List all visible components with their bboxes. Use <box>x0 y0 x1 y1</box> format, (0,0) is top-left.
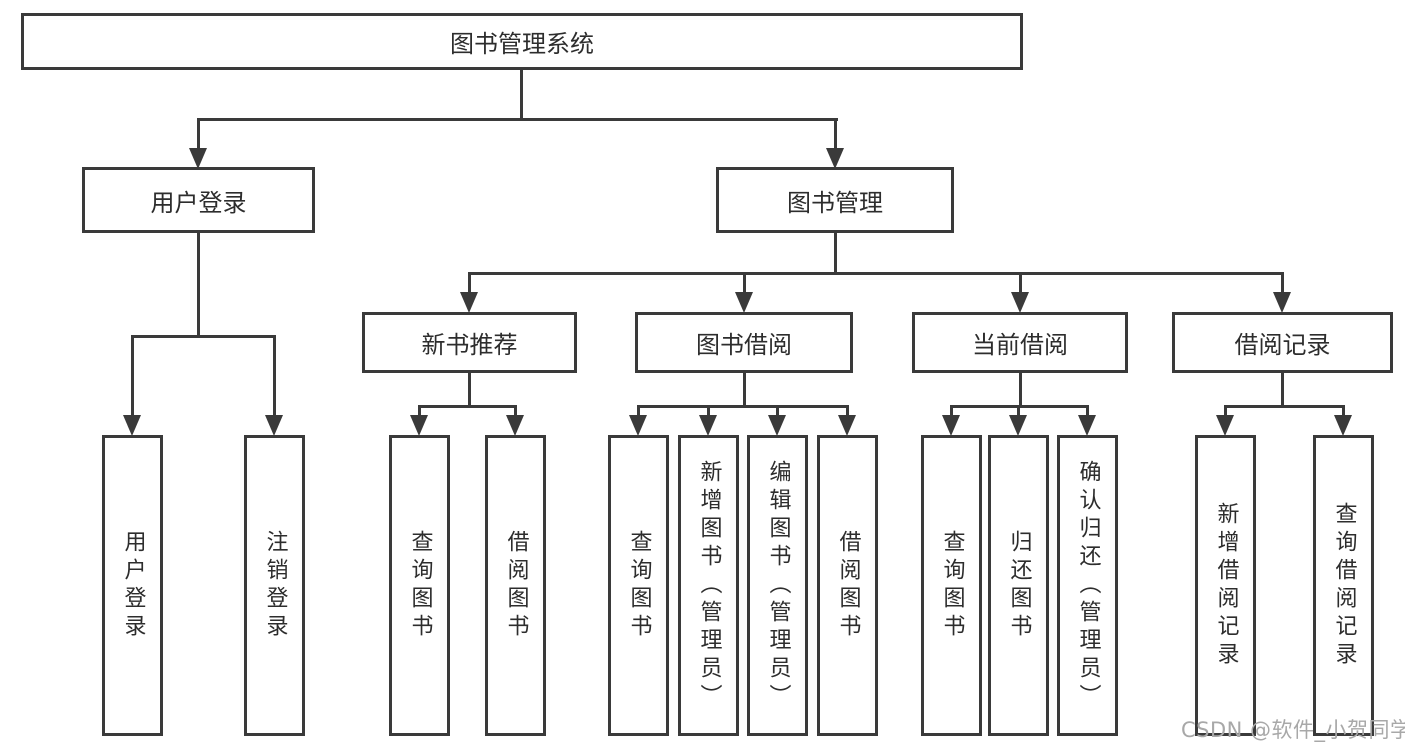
leaf-query-book-3: 查询图书 <box>921 435 982 736</box>
connector-line <box>743 371 746 408</box>
arrow-down-icon <box>838 415 856 436</box>
leaf-label: 查询图书 <box>939 529 965 642</box>
connector-line <box>1019 272 1022 296</box>
arrow-down-icon <box>265 415 283 436</box>
connector-line <box>834 118 837 152</box>
leaf-label: 用户登录 <box>120 529 146 642</box>
node-book-management: 图书管理 <box>716 167 954 233</box>
node-root: 图书管理系统 <box>21 13 1023 70</box>
connector-line <box>468 272 1284 275</box>
leaf-add-borrow-record: 新增借阅记录 <box>1195 435 1256 736</box>
connector-line <box>1224 405 1227 419</box>
node-new-book-recommend: 新书推荐 <box>362 312 577 373</box>
arrow-down-icon <box>123 415 141 436</box>
leaf-confirm-return-admin: 确认归还（管理员） <box>1057 435 1118 736</box>
arrow-down-icon <box>1273 292 1291 313</box>
leaf-return-book: 归还图书 <box>988 435 1049 736</box>
arrow-down-icon <box>460 292 478 313</box>
connector-line <box>197 118 838 121</box>
connector-line <box>418 405 421 419</box>
csdn-watermark: CSDN @软件_小贺同学 <box>1181 718 1405 742</box>
connector-line <box>637 405 640 419</box>
leaf-borrow-book-1: 借阅图书 <box>485 435 546 736</box>
arrow-down-icon <box>1078 415 1096 436</box>
leaf-logout: 注销登录 <box>244 435 305 736</box>
arrow-down-icon <box>699 415 717 436</box>
leaf-edit-book-admin: 编辑图书（管理员） <box>747 435 808 736</box>
connector-line <box>1224 405 1345 408</box>
arrow-down-icon <box>1009 415 1027 436</box>
leaf-borrow-book-2: 借阅图书 <box>817 435 878 736</box>
connector-line <box>637 405 849 408</box>
connector-line <box>1017 405 1020 419</box>
connector-line <box>743 272 746 296</box>
arrow-down-icon <box>768 415 786 436</box>
leaf-label: 查询图书 <box>407 529 433 642</box>
arrow-down-icon <box>1011 292 1029 313</box>
arrow-down-icon <box>506 415 524 436</box>
connector-line <box>1019 371 1022 408</box>
leaf-label: 编辑图书（管理员） <box>765 459 791 712</box>
leaf-query-borrow-record: 查询借阅记录 <box>1313 435 1374 736</box>
connector-line <box>520 68 523 120</box>
node-book-borrow: 图书借阅 <box>635 312 853 373</box>
connector-line <box>707 405 710 419</box>
leaf-label: 借阅图书 <box>835 529 861 642</box>
leaf-query-book-2: 查询图书 <box>608 435 669 736</box>
arrow-down-icon <box>942 415 960 436</box>
arrow-down-icon <box>1334 415 1352 436</box>
leaf-label: 新增借阅记录 <box>1213 501 1239 670</box>
connector-line <box>418 405 517 408</box>
connector-line <box>1086 405 1089 419</box>
connector-line <box>273 335 276 419</box>
connector-line <box>1281 272 1284 296</box>
arrow-down-icon <box>629 415 647 436</box>
connector-line <box>950 405 953 419</box>
arrow-down-icon <box>410 415 428 436</box>
node-current-borrow: 当前借阅 <box>912 312 1128 373</box>
connector-line <box>468 272 471 296</box>
connector-line <box>846 405 849 419</box>
leaf-label: 新增图书（管理员） <box>696 459 722 712</box>
arrow-down-icon <box>1216 415 1234 436</box>
leaf-label: 确认归还（管理员） <box>1075 459 1101 712</box>
node-borrow-records: 借阅记录 <box>1172 312 1393 373</box>
leaf-label: 查询借阅记录 <box>1331 501 1357 670</box>
connector-line <box>776 405 779 419</box>
arrow-down-icon <box>826 148 844 169</box>
leaf-label: 注销登录 <box>262 529 288 642</box>
arrow-down-icon <box>735 292 753 313</box>
connector-line <box>131 335 134 419</box>
leaf-add-book-admin: 新增图书（管理员） <box>678 435 739 736</box>
connector-line <box>834 231 837 275</box>
arrow-down-icon <box>189 148 207 169</box>
leaf-label: 归还图书 <box>1006 529 1032 642</box>
connector-line <box>197 118 200 152</box>
connector-line <box>1342 405 1345 419</box>
leaf-label: 借阅图书 <box>503 529 529 642</box>
connector-line <box>514 405 517 419</box>
leaf-user-login: 用户登录 <box>102 435 163 736</box>
leaf-query-book-1: 查询图书 <box>389 435 450 736</box>
connector-line <box>1281 371 1284 408</box>
connector-line <box>131 335 276 338</box>
leaf-label: 查询图书 <box>626 529 652 642</box>
connector-line <box>197 231 200 337</box>
node-user-login: 用户登录 <box>82 167 315 233</box>
connector-line <box>468 371 471 408</box>
